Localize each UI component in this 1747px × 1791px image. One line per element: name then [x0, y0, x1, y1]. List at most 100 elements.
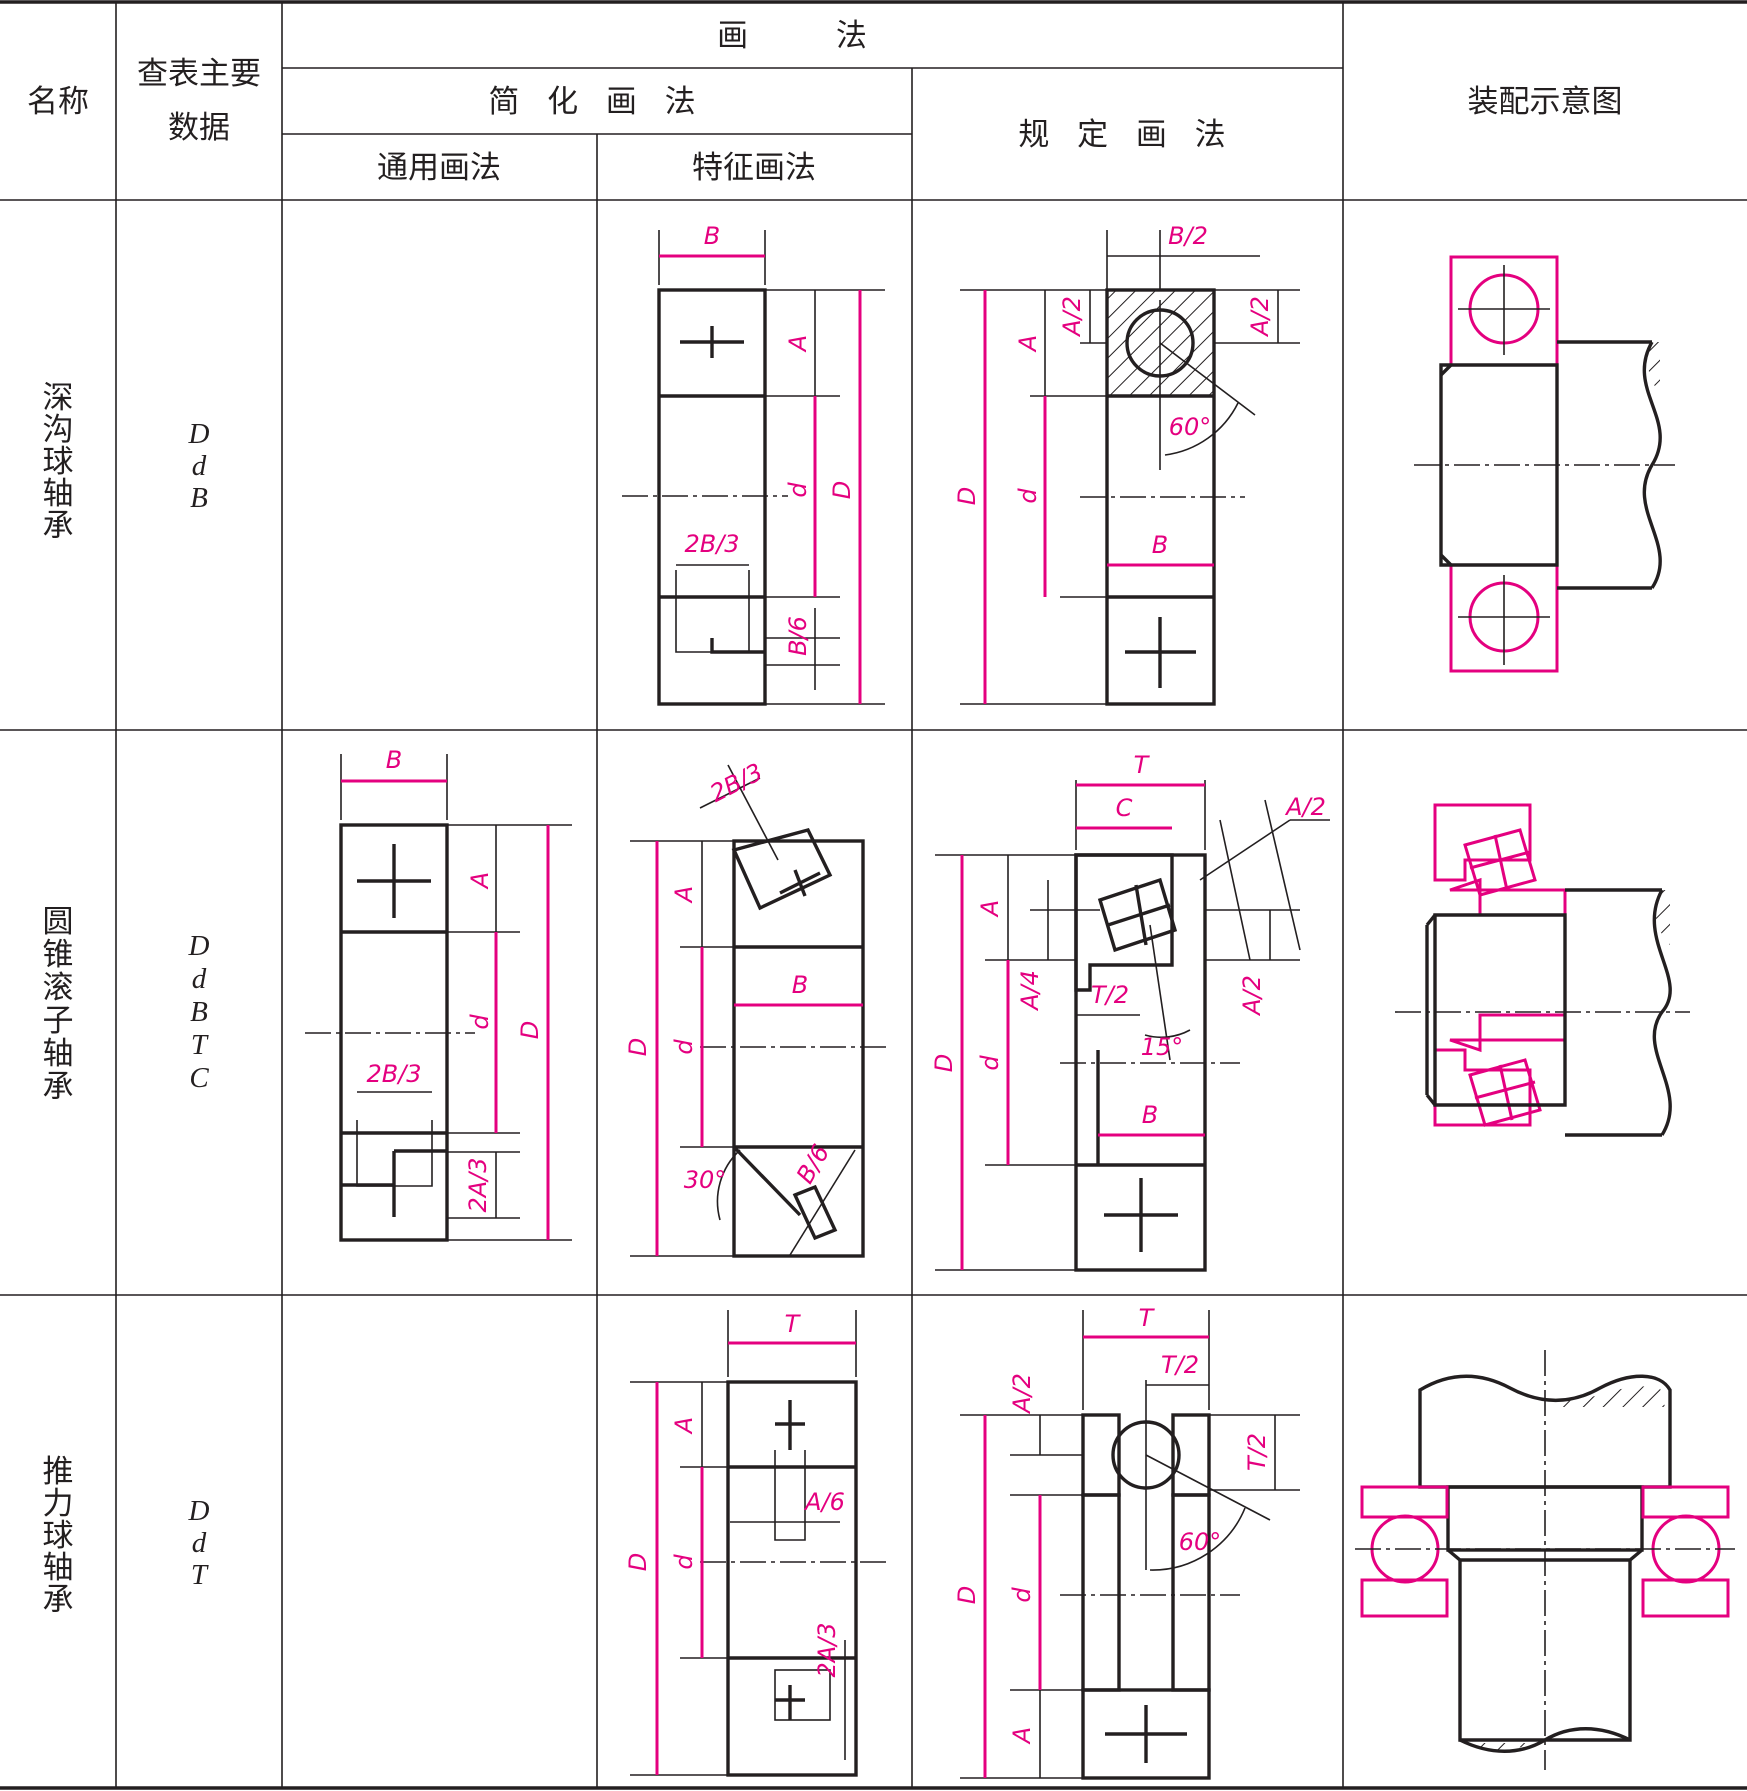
row-name-char: 深 — [43, 380, 74, 415]
dim-label-d-outer: D — [953, 487, 981, 505]
tapered-assembly-drawing — [1395, 803, 1690, 1137]
row-name-char: 轴 — [43, 1036, 74, 1071]
dim-label-b6: B/6 — [784, 616, 812, 656]
dim-label-b: B — [386, 746, 402, 774]
dim-label-2a3: 2A/3 — [813, 1622, 841, 1677]
header-feature: 特征画法 — [692, 150, 816, 185]
dim-label-a2: A/2 — [1058, 296, 1086, 338]
dim-label-b: B — [1142, 1101, 1158, 1129]
row-tapered-roller: 圆 锥 滚 子 轴 承 D d B T C — [43, 904, 210, 1104]
header-general: 通用画法 — [377, 150, 501, 185]
row-data-symbol: D — [188, 418, 210, 450]
row-data-symbol: D — [188, 930, 210, 962]
header-name: 名称 — [27, 84, 89, 119]
dim-label-d-outer: D — [624, 1553, 652, 1571]
dim-label-a: A — [466, 872, 494, 890]
dim-label-d-outer: D — [624, 1038, 652, 1056]
row-name-char: 推 — [43, 1454, 74, 1489]
row-name-char: 圆 — [43, 904, 74, 939]
thrust-assembly-drawing — [1355, 1350, 1735, 1770]
dim-label-t2: T/2 — [1091, 981, 1129, 1009]
thrust-specified-drawing: 60° T T/2 T/2 A/2 d D A — [953, 1304, 1300, 1780]
header-assembly: 装配示意图 — [1468, 84, 1623, 119]
general-method-drawing: B A d D 2A/3 2B/3 — [305, 746, 572, 1242]
dim-label-2b3: 2B/3 — [705, 758, 767, 808]
dim-label-d-outer: D — [953, 1586, 981, 1604]
dim-label-60deg: 60° — [1179, 1528, 1222, 1556]
row-data-symbol: d — [192, 1527, 207, 1559]
header-data-line1: 查表主要 — [137, 56, 261, 91]
row-data-symbol: T — [191, 1559, 209, 1591]
deep-groove-assembly-drawing — [1414, 255, 1675, 673]
dim-label-t2-right: T/2 — [1243, 1433, 1271, 1471]
row-name-char: 沟 — [43, 412, 74, 447]
dim-label-2a3: 2A/3 — [464, 1157, 492, 1212]
dim-label-c: C — [1116, 794, 1133, 822]
row-thrust-ball: 推 力 球 轴 承 D d T — [43, 1454, 210, 1617]
row-name-char: 滚 — [43, 970, 74, 1005]
dim-label-a: A — [1014, 335, 1042, 353]
dim-label-a: A — [1008, 1727, 1036, 1745]
dim-label-a2-right: A/2 — [1246, 296, 1274, 338]
row-name-char: 锥 — [43, 937, 74, 972]
row-name-char: 力 — [43, 1486, 74, 1521]
table-header: 名称 查表主要 数据 画 法 简 化 画 法 通用画法 特征画法 规 定 画 法… — [27, 18, 1623, 185]
dim-label-30deg: 30° — [684, 1166, 727, 1194]
tapered-feature-drawing: A d D B 2B/3 30° B/6 — [624, 758, 890, 1258]
row-name-char: 承 — [43, 508, 74, 543]
dim-label-a2: A/2 — [1008, 1373, 1036, 1415]
row-name-char: 承 — [43, 1069, 74, 1104]
header-simplified: 简 化 画 法 — [488, 84, 705, 119]
row-name-char: 球 — [43, 444, 74, 479]
dim-label-t: T — [1134, 751, 1151, 779]
row-data-symbol: T — [191, 1029, 209, 1061]
row-data-symbol: B — [190, 482, 208, 514]
header-data-line2: 数据 — [168, 110, 230, 145]
row-data-symbol: B — [190, 996, 208, 1028]
row-name-char: 轴 — [43, 476, 74, 511]
thrust-feature-drawing: T A d D A/6 2A/3 — [624, 1310, 890, 1777]
dim-label-d: d — [784, 482, 812, 498]
dim-label-d-outer: D — [828, 481, 856, 499]
dim-label-d: d — [976, 1055, 1004, 1071]
row-name-char: 轴 — [43, 1550, 74, 1585]
dim-label-a: A — [784, 335, 812, 353]
dim-label-t: T — [1139, 1304, 1156, 1332]
row-data-symbol: d — [192, 963, 207, 995]
dim-label-t2: T/2 — [1161, 1351, 1199, 1379]
row-name-char: 球 — [43, 1518, 74, 1553]
dim-label-a4: A/4 — [1016, 970, 1044, 1012]
row-data-symbol: C — [189, 1062, 209, 1094]
dim-label-b2: B/2 — [1168, 222, 1208, 250]
row-deep-groove: 深 沟 球 轴 承 D d B — [43, 380, 210, 543]
row-data-symbol: d — [192, 450, 207, 482]
dim-label-d: d — [670, 1554, 698, 1570]
deep-groove-feature-drawing: B A d D B/6 2B/3 — [622, 222, 885, 706]
header-methods: 画 法 — [717, 18, 907, 53]
dim-label-a6: A/6 — [803, 1488, 845, 1516]
dim-label-d: d — [466, 1014, 494, 1030]
dim-label-60deg: 60° — [1169, 413, 1212, 441]
row-name-char: 子 — [43, 1003, 74, 1038]
dim-label-d: d — [1008, 1587, 1036, 1603]
dim-label-a: A — [670, 886, 698, 904]
dim-label-d-outer: D — [516, 1021, 544, 1039]
dim-label-t: T — [785, 1310, 802, 1338]
dim-label-15deg: 15° — [1141, 1033, 1184, 1061]
dim-label-b: B — [704, 222, 720, 250]
dim-label-a: A — [976, 900, 1004, 918]
dim-label-d: d — [1014, 488, 1042, 504]
dim-label-2b3: 2B/3 — [366, 1060, 421, 1088]
dim-label-a: A — [670, 1417, 698, 1435]
dim-label-2b3: 2B/3 — [684, 530, 739, 558]
dim-label-a2-right: A/2 — [1238, 975, 1266, 1017]
dim-label-a2-top: A/2 — [1284, 793, 1326, 821]
dim-label-d: d — [670, 1039, 698, 1055]
dim-label-b: B — [1152, 531, 1168, 559]
header-specified: 规 定 画 法 — [1018, 117, 1235, 152]
row-data-symbol: D — [188, 1495, 210, 1527]
dim-label-b: B — [792, 971, 808, 999]
dim-label-d-outer: D — [930, 1054, 958, 1072]
